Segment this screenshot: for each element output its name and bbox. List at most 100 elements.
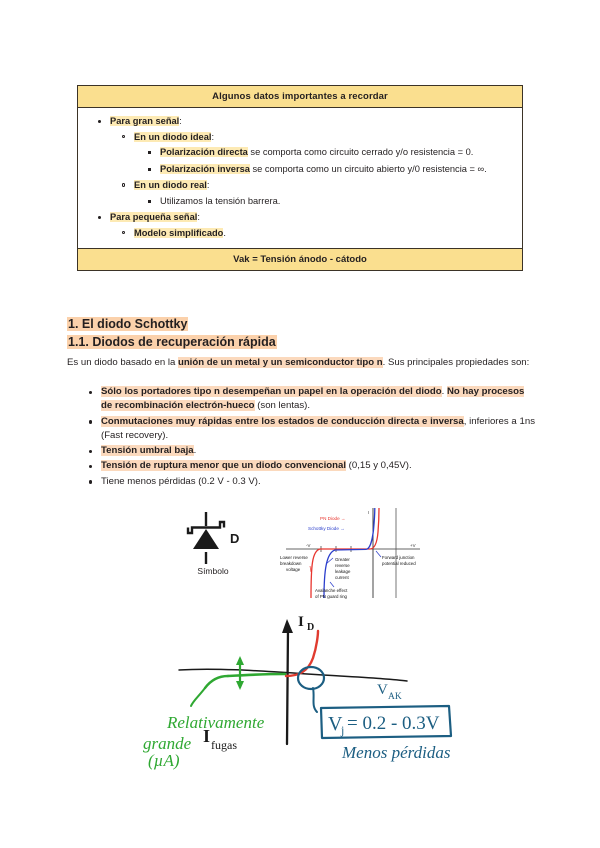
svg-text:AK: AK — [388, 692, 402, 702]
list-item-polarizacion-inversa: Polarización inversa se comporta como un… — [148, 162, 512, 178]
list-item: Tensión umbral baja. — [89, 444, 535, 458]
diodo-real-label: En un diodo real — [134, 180, 207, 190]
polarizacion-directa-desc: se comporta como circuito cerrado y/o re… — [247, 147, 474, 157]
gran-senal-colon: : — [179, 116, 182, 126]
chart-annotation-grande: grande — [143, 734, 192, 753]
chart-annotation-ifugas: I fugas — [203, 726, 237, 752]
annotation-forward-line2: potential reduced — [382, 561, 416, 566]
bullet-1-rest: , inferiores a 1ns (Fast recovery). — [101, 415, 535, 441]
diodo-ideal-colon: : — [211, 131, 215, 142]
iv-comparison-figure: PN Diode → Schottky Diode → -V +V I Lowe… — [278, 506, 428, 604]
bullet-3-rest: (0,15 y 0,45V). — [346, 460, 412, 472]
iv-comparison-plot: PN Diode → Schottky Diode → -V +V I Lowe… — [278, 506, 428, 604]
schottky-diode-symbol-icon: D — [186, 512, 239, 564]
chart-green-leader — [190, 687, 206, 707]
intro-post: . Sus principales propiedades son: — [382, 357, 530, 368]
handwritten-iv-chart: I D V AK — [135, 606, 475, 806]
callout-level2-list-gran: En un diodo ideal: Polarización directa … — [110, 130, 512, 210]
chart-annotation-menos-perdidas: Menos pérdidas — [341, 743, 451, 762]
list-item: Sólo los portadores tipo n desempeñan un… — [89, 385, 535, 414]
svg-text:= 0.2 - 0.3V: = 0.2 - 0.3V — [347, 713, 440, 734]
annotation-lower-breakdown-line1: Lower reverse — [280, 555, 308, 560]
svg-text:V: V — [328, 713, 343, 735]
svg-text:I: I — [298, 614, 304, 630]
intro-bold-term: unión de un metal y un semiconductor tip… — [177, 357, 383, 368]
section-heading-1-text: 1. El diodo Schottky — [67, 317, 189, 331]
chart-series-leakage-green-knee — [203, 674, 230, 690]
intro-pre: Es un diodo basado en la — [67, 357, 178, 368]
schottky-symbol-figure: D — [178, 512, 273, 597]
callout-level2-list-pequena: Modelo simplificado. — [110, 226, 512, 242]
chart-series-leakage-green — [226, 672, 287, 678]
tension-barrera-text: Utilizamos la tensión barrera. — [160, 195, 281, 206]
symbol-d-label: D — [230, 531, 239, 546]
handwritten-chart-svg: I D V AK — [143, 614, 453, 770]
chart-x-axis-label: V AK — [377, 682, 402, 702]
axis-label-neg-v: -V — [306, 543, 310, 548]
axis-label-i: I — [368, 510, 369, 515]
annotation-greater-leakage-line2: reverse — [335, 563, 350, 568]
annotation-lower-breakdown-line3: voltage — [286, 567, 301, 572]
list-item-diodo-real: En un diodo real: Utilizamos la tensión … — [122, 178, 512, 210]
callout-footer-formula: Vak = Tensión ánodo - cátodo — [78, 248, 522, 270]
diodo-ideal-label: En un diodo ideal — [134, 131, 212, 142]
properties-list-wrapper: Sólo los portadores tipo n desempeñan un… — [83, 385, 535, 490]
bullet-0-mid: . — [441, 386, 447, 397]
intro-paragraph: Es un diodo basado en la unión de un met… — [67, 356, 533, 370]
section-heading-1: 1. El diodo Schottky — [67, 317, 189, 331]
legend-schottky-diode: Schottky Diode → — [308, 526, 345, 531]
annotation-lower-breakdown-line2: breakdown — [280, 561, 302, 566]
annotation-greater-leakage-line3: leakage — [335, 569, 351, 574]
polarizacion-inversa-desc: se comporta como un circuito abierto y/0… — [249, 163, 487, 174]
gran-senal-label: Para gran señal — [110, 116, 180, 126]
chart-annotation-vj: V j = 0.2 - 0.3V — [328, 713, 440, 737]
axis-label-pos-v: +V — [410, 543, 416, 548]
pequena-senal-label: Para pequeña señal — [110, 212, 198, 222]
bullet-3-bold: Tensión de ruptura menor que un diodo co… — [101, 460, 347, 472]
annotation-greater-leakage-line1: Greater — [335, 557, 350, 562]
bullet-0-rest: (son lentas). — [254, 400, 311, 412]
summary-callout-box: Algunos datos importantes a recordar Par… — [77, 85, 523, 271]
chart-annotation-microamps: (µA) — [148, 751, 180, 770]
chart-x-axis — [178, 668, 408, 682]
diodo-real-colon: : — [206, 180, 210, 190]
section-heading-2-text: 1.1. Diodos de recuperación rápida — [67, 335, 277, 349]
list-item-diodo-ideal: En un diodo ideal: Polarización directa … — [122, 130, 512, 178]
callout-body: Para gran señal: En un diodo ideal: Pola… — [78, 108, 522, 248]
modelo-simplificado-dot: . — [223, 227, 226, 238]
list-item: Conmutaciones muy rápidas entre los esta… — [89, 415, 535, 444]
list-item-polarizacion-directa: Polarización directa se comporta como ci… — [148, 145, 512, 161]
bullet-0-bold: Sólo los portadores tipo n desempeñan un… — [101, 386, 442, 397]
chart-blue-leader — [312, 687, 318, 713]
annotation-avalanche-line1: Avalanche effect — [315, 588, 348, 593]
svg-text:D: D — [307, 622, 314, 633]
chart-leakage-measure-arrow — [236, 656, 244, 690]
bullet-2-bold: Tensión umbral baja — [101, 445, 194, 457]
callout-header-title: Algunos datos importantes a recordar — [78, 86, 522, 108]
pequena-senal-colon: : — [197, 212, 200, 222]
chart-knee-highlight-circle — [296, 665, 326, 691]
chart-annotation-relativamente: Relativamente — [166, 713, 265, 732]
svg-text:I: I — [203, 726, 210, 746]
chart-vj-annotation-box — [319, 704, 453, 740]
symbol-caption: Símbolo — [197, 566, 229, 576]
list-item-pequena-senal: Para pequeña señal: Modelo simplificado. — [98, 210, 512, 242]
callout-level3-list-real: Utilizamos la tensión barrera. — [134, 194, 512, 210]
svg-text:V: V — [377, 682, 388, 698]
list-item: Tensión de ruptura menor que un diodo co… — [89, 459, 535, 473]
polarizacion-directa-term: Polarización directa — [160, 147, 248, 157]
list-item-tension-barrera: Utilizamos la tensión barrera. — [148, 194, 512, 210]
list-item: Tiene menos pérdidas (0.2 V - 0.3 V). — [89, 475, 535, 489]
chart-series-schottky-red — [284, 629, 320, 678]
bullet-1-bold: Conmutaciones muy rápidas entre los esta… — [101, 415, 464, 427]
bullet-4-plain: Tiene menos pérdidas (0.2 V - 0.3 V). — [101, 475, 261, 487]
list-item-modelo-simplificado: Modelo simplificado. — [122, 226, 512, 242]
bullet-2-rest: . — [193, 445, 197, 457]
properties-list: Sólo los portadores tipo n desempeñan un… — [83, 385, 535, 489]
annotation-avalanche-line2: of PN guard ring — [315, 594, 348, 599]
list-item-gran-senal: Para gran señal: En un diodo ideal: Pola… — [98, 114, 512, 210]
legend-pn-diode: PN Diode → — [320, 516, 346, 521]
callout-level3-list-ideal: Polarización directa se comporta como ci… — [134, 145, 512, 177]
section-heading-2: 1.1. Diodos de recuperación rápida — [67, 335, 277, 349]
